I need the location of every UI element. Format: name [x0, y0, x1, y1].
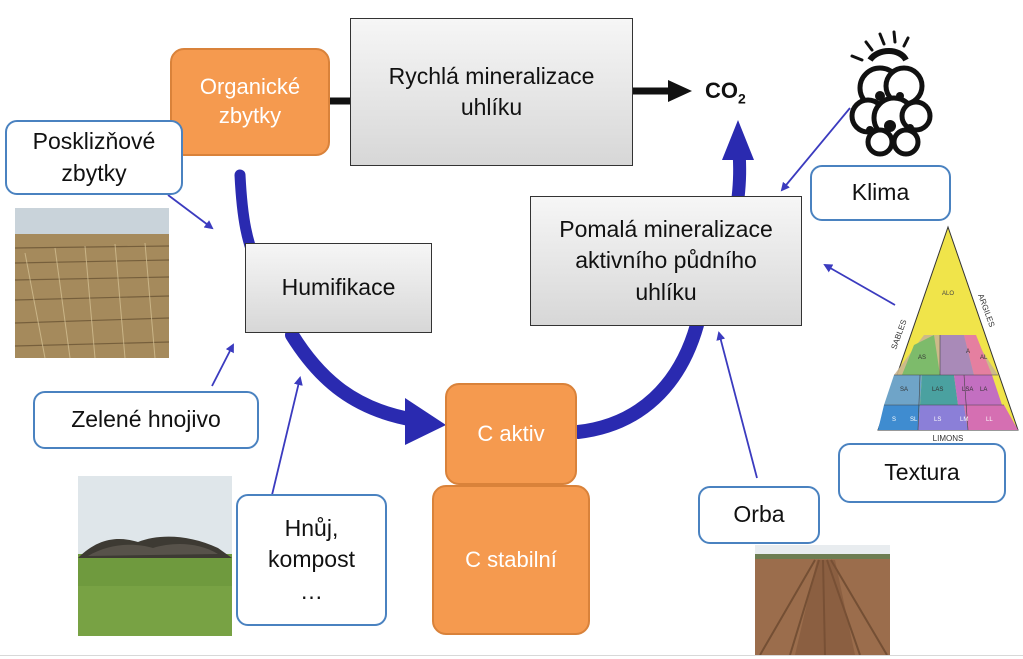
side-sables: SABLES	[889, 318, 908, 350]
texture-triangle: ALO A AS AL SA LAS LSA LA S SL LS LM LL …	[877, 225, 1019, 443]
texture-label: Textura	[884, 459, 960, 486]
zone-sl: SL	[910, 417, 918, 423]
manure-compost-label: Hnůj, kompost …	[268, 515, 355, 604]
arrow-climate	[780, 107, 851, 192]
bottom-divider	[0, 655, 1023, 656]
tillage-label: Orba	[733, 501, 785, 528]
zone-sa: SA	[900, 387, 908, 393]
humification-box: Humifikace	[245, 243, 432, 333]
zone-lm: LM	[960, 417, 968, 423]
climate-label: Klima	[851, 179, 910, 206]
zone-las: LAS	[932, 387, 943, 393]
co2-arrow-head	[668, 80, 692, 102]
co2-subscript: 2	[738, 90, 746, 107]
harvest-residues-label-box: Posklizňové zbytky	[5, 120, 183, 195]
texture-label-box: Textura	[838, 443, 1006, 503]
slow-mineralization-label: Pomalá mineralizace aktivního půdního uh…	[559, 216, 773, 305]
co2-main: CO	[705, 78, 738, 103]
c-active-box: C aktiv	[445, 383, 577, 485]
zone-a: A	[966, 349, 970, 355]
organic-residues-label: Organické zbytky	[199, 74, 301, 128]
manure-compost-label-box: Hnůj, kompost …	[236, 494, 387, 626]
flow-arrowhead-co2	[722, 120, 754, 160]
tillage-label-box: Orba	[698, 486, 820, 544]
fast-mineralization-box: Rychlá mineralizace uhlíku	[350, 18, 633, 166]
zone-lsa: LSA	[962, 387, 973, 393]
green-manure-label: Zelené hnojivo	[71, 406, 221, 433]
harvest-residues-label: Posklizňové zbytky	[32, 128, 156, 186]
arrow-tillage	[716, 331, 758, 479]
manure-heap-photo	[78, 476, 232, 636]
c-stable-box: C stabilní	[432, 485, 590, 635]
side-limons: LIMONS	[933, 434, 964, 443]
arrow-manure-compost	[271, 376, 303, 496]
flow-arrowhead-c-active	[405, 398, 446, 445]
co2-label: CO2	[705, 78, 746, 106]
zone-la: LA	[980, 387, 987, 393]
zone-al: AL	[980, 355, 988, 361]
c-active-label: C aktiv	[477, 420, 545, 446]
arrow-texture	[823, 264, 896, 306]
zone-s: S	[892, 417, 896, 423]
fast-mineralization-label: Rychlá mineralizace uhlíku	[388, 62, 595, 120]
c-stable-label: C stabilní	[465, 546, 557, 572]
harvest-field-photo	[15, 208, 169, 358]
slow-mineralization-box: Pomalá mineralizace aktivního půdního uh…	[530, 196, 802, 326]
cloud-sun-icon	[849, 30, 933, 157]
zone-ll: LL	[986, 417, 993, 423]
green-manure-label-box: Zelené hnojivo	[33, 391, 259, 449]
zone-as: AS	[918, 355, 926, 361]
climate-label-box: Klima	[810, 165, 951, 221]
zone-alo: ALO	[942, 291, 954, 297]
arrow-green-manure	[211, 343, 234, 387]
ploughed-field-photo	[755, 545, 890, 655]
arrow-harvest-residues	[167, 194, 214, 230]
zone-ls: LS	[934, 417, 941, 423]
humification-label: Humifikace	[281, 274, 396, 301]
flow-arrow-c-active-up	[571, 318, 704, 439]
organic-residues-box: Organické zbytky	[170, 48, 330, 156]
flow-arrow-to-c-active	[285, 328, 422, 427]
